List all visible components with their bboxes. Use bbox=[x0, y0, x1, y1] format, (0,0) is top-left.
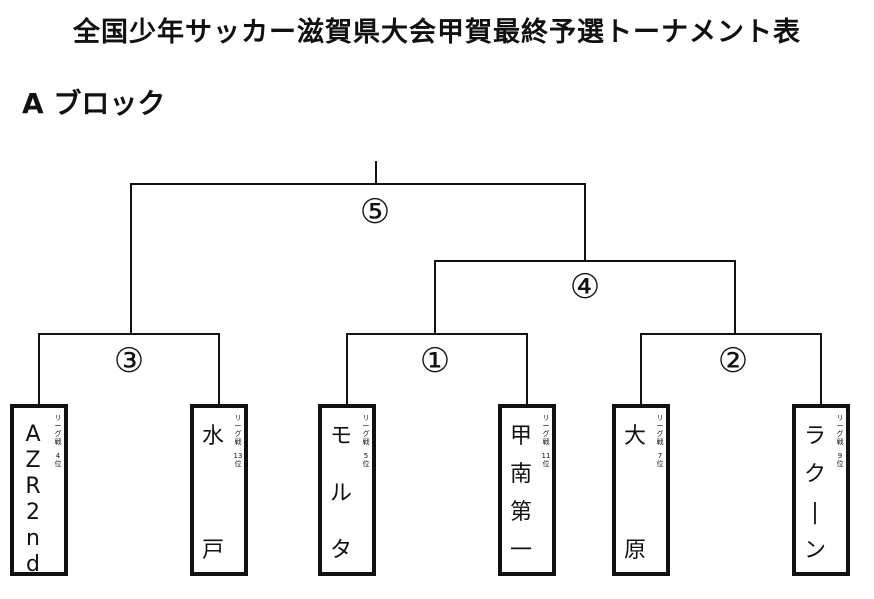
match-1-bracket-line bbox=[346, 333, 528, 404]
team-name-char: A bbox=[25, 422, 41, 447]
match-2-bracket-line bbox=[640, 333, 822, 404]
league-rank-number: 9 bbox=[837, 452, 843, 460]
league-rank-number: 7 bbox=[657, 452, 663, 460]
team-name-char: ル bbox=[329, 481, 352, 506]
team-name: 甲南第一 bbox=[506, 424, 536, 564]
match-number-1: ① bbox=[419, 341, 451, 381]
team-name-char: タ bbox=[329, 538, 352, 563]
team-name-char: 甲 bbox=[509, 424, 532, 449]
team-name: ラク | ン bbox=[800, 424, 830, 564]
league-rank-number: 5 bbox=[363, 452, 369, 460]
team-name: モルタ bbox=[326, 424, 356, 564]
team-name-char: 一 bbox=[509, 538, 532, 563]
team-name-char: ク bbox=[803, 462, 826, 487]
team-name-char: 第 bbox=[509, 500, 532, 525]
team-name-char: ラ bbox=[803, 424, 826, 449]
page-title: 全国少年サッカー滋賀県大会甲賀最終予選トーナメント表 bbox=[73, 17, 801, 48]
league-rank-number: 4 bbox=[55, 452, 61, 460]
league-rank-number: 13 bbox=[233, 452, 243, 460]
team-name-char: n bbox=[26, 526, 40, 551]
match-number-3: ③ bbox=[113, 341, 145, 381]
team-name-char: 2 bbox=[26, 500, 40, 525]
team-name-char: 水 bbox=[201, 424, 224, 449]
team-name-char: 大 bbox=[623, 424, 646, 449]
team-name-char: 南 bbox=[509, 462, 532, 487]
team-name-char: 戸 bbox=[201, 538, 224, 563]
league-rank-number: 11 bbox=[541, 452, 551, 460]
team-name-char: モ bbox=[329, 424, 352, 449]
team-name: 水戸 bbox=[198, 424, 228, 564]
team-name-char: R bbox=[25, 474, 41, 499]
match-3-bracket-line bbox=[38, 333, 220, 404]
team-name: 大原 bbox=[620, 424, 650, 564]
match-number-4: ④ bbox=[569, 267, 601, 307]
team-name-char: | bbox=[811, 500, 819, 525]
team-name-char: 原 bbox=[623, 538, 646, 563]
team-name-char: d bbox=[26, 552, 40, 577]
block-label: A ブロック bbox=[22, 87, 166, 120]
match-5-bracket-line bbox=[130, 183, 586, 334]
team-name-char: Z bbox=[25, 448, 41, 473]
match-number-2: ② bbox=[717, 341, 749, 381]
team-name-char: ン bbox=[803, 538, 826, 563]
match-number-5: ⑤ bbox=[359, 192, 391, 232]
